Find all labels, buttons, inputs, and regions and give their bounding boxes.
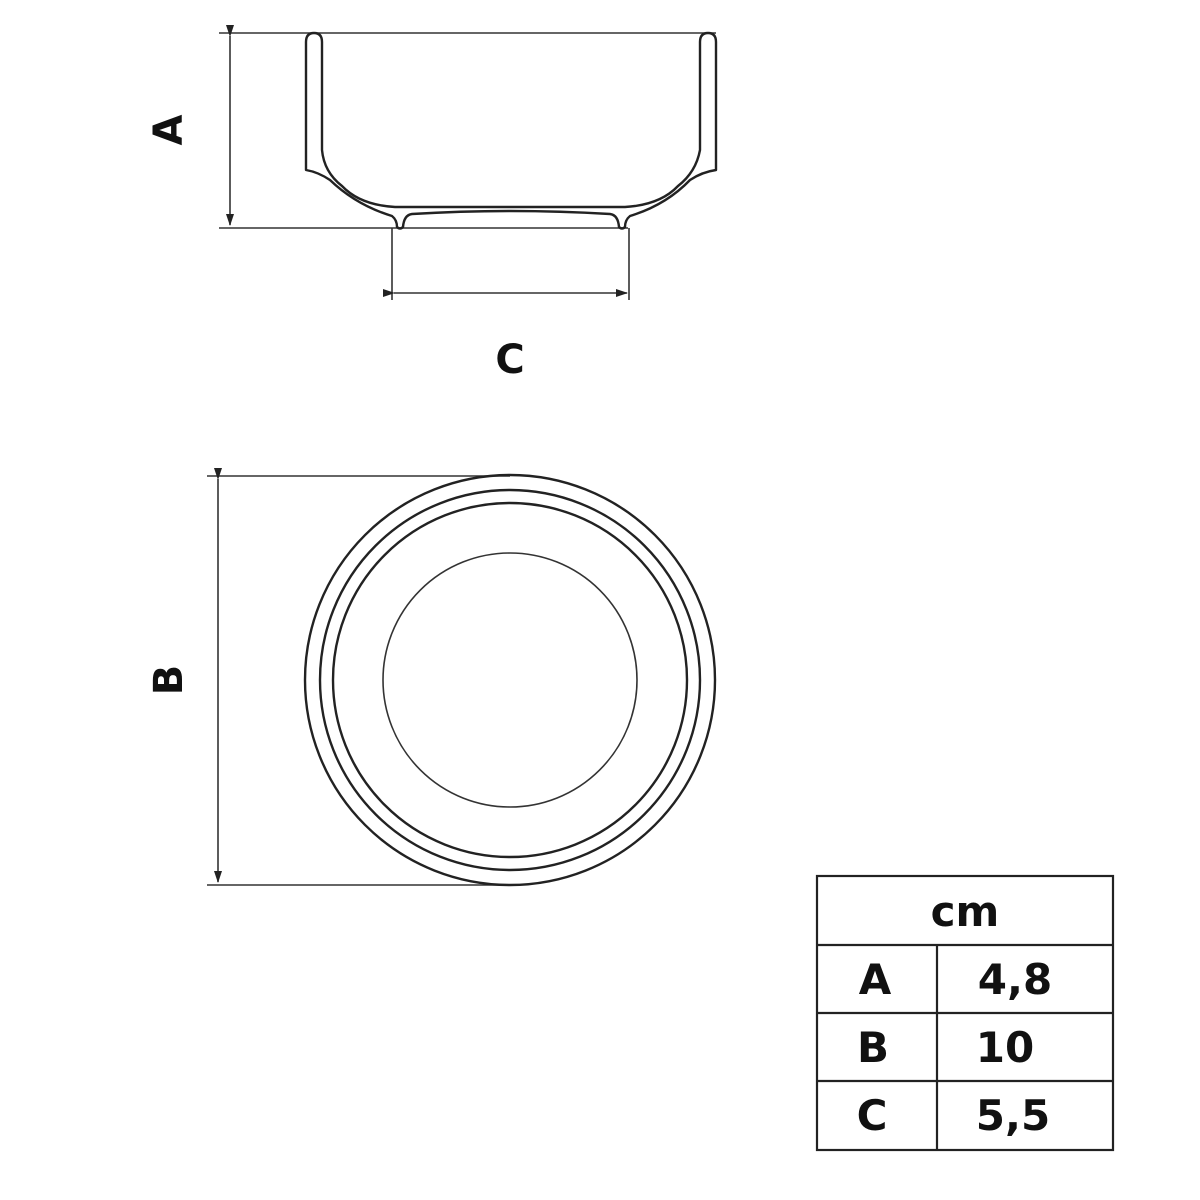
bowl-outer-profile [304, 31, 718, 230]
label-c: C [495, 337, 524, 383]
dimension-table: cm A 4,8 B 10 C 5,5 [815, 874, 1115, 1152]
inner-rim-circle [318, 488, 702, 872]
table-value-a: 4,8 [978, 955, 1052, 1004]
side-view-profile: A C [146, 25, 718, 383]
wall-circle [331, 501, 689, 859]
label-b: B [146, 665, 192, 696]
table-key-c: C [857, 1091, 888, 1140]
top-view: B [146, 468, 717, 887]
table-key-a: A [859, 955, 892, 1004]
table-key-b: B [857, 1023, 889, 1072]
outer-rim-circle [303, 473, 717, 887]
base-circle [382, 552, 638, 808]
label-a: A [146, 114, 192, 145]
table-value-c: 5,5 [976, 1091, 1050, 1140]
table-value-b: 10 [976, 1023, 1034, 1072]
table-unit-header: cm [931, 887, 1000, 936]
